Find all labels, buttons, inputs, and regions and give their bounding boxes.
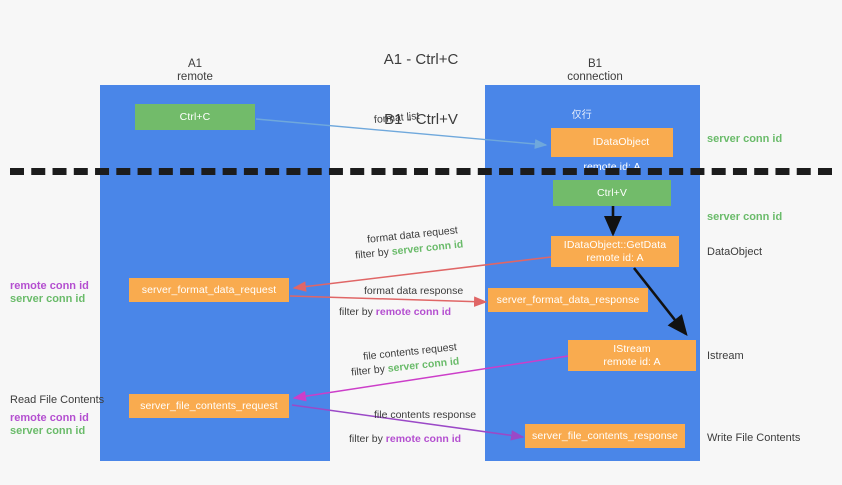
column-a1-sub: remote: [177, 71, 213, 83]
label-read-file-contents: Read File Contents: [10, 394, 105, 406]
flow-label-file-contents-response-filter: filter by remote conn id: [349, 432, 461, 447]
label-server-conn-id-top: server conn id: [707, 133, 783, 145]
box-server-format-data-request-label: server_format_data_request: [141, 283, 277, 296]
box-ctrl-c-label: Ctrl+C: [179, 110, 211, 123]
flow-label-file-contents-response: file contents response: [374, 409, 477, 421]
box-server-file-contents-request[interactable]: server_file_contents_request: [129, 394, 289, 418]
box-getdata-title: IDataObject::GetData: [563, 239, 667, 251]
box-server-file-contents-response[interactable]: server_file_contents_response: [525, 424, 685, 448]
filter-prefix: filter by: [354, 245, 393, 262]
column-a1-name: A1: [187, 58, 203, 70]
filter-prefix: filter by: [350, 362, 389, 379]
box-istream-sub: remote id: A: [603, 355, 661, 368]
box-idataobject[interactable]: 仅行 IDataObject remote id: A: [551, 110, 673, 173]
column-header-b1: B1 connection: [540, 58, 650, 84]
column-b1-sub: connection: [567, 71, 623, 83]
box-idataobject-getdata[interactable]: IDataObject::GetData remote id: A: [551, 236, 679, 267]
box-idataobject-prefix: 仅行: [571, 110, 592, 122]
box-ctrl-v-label: Ctrl+V: [596, 186, 628, 199]
box-server-format-data-request[interactable]: server_format_data_request: [129, 278, 289, 302]
label-istream: Istream: [707, 350, 744, 362]
flow-label-format-data-response-filter: filter by remote conn id: [339, 305, 451, 320]
filter-value: remote conn id: [375, 306, 452, 318]
box-istream-title: IStream: [613, 343, 651, 355]
label-remote-conn-id-1: remote conn id: [10, 280, 89, 292]
title-line-1: A1 - Ctrl+C: [383, 51, 459, 68]
box-ctrl-v[interactable]: Ctrl+V: [553, 180, 671, 206]
label-server-conn-id-2: server conn id: [10, 425, 86, 437]
box-istream[interactable]: IStream remote id: A: [568, 340, 696, 371]
box-ctrl-c[interactable]: Ctrl+C: [135, 104, 255, 130]
column-b1-name: B1: [587, 58, 603, 70]
column-header-a1: A1 remote: [140, 58, 250, 84]
label-dataobject: DataObject: [707, 246, 763, 258]
box-server-format-data-response-label: server_format_data_response: [496, 293, 640, 306]
box-getdata-sub: remote id: A: [586, 251, 644, 264]
box-server-format-data-response[interactable]: server_format_data_response: [488, 288, 648, 312]
filter-prefix: filter by: [339, 306, 376, 318]
label-remote-conn-id-2: remote conn id: [10, 412, 89, 424]
box-idataobject-title: 仅行 IDataObject: [571, 110, 650, 161]
filter-prefix: filter by: [349, 433, 386, 445]
box-server-file-contents-response-label: server_file_contents_response: [532, 429, 678, 442]
box-server-file-contents-request-label: server_file_contents_request: [140, 399, 278, 412]
box-idataobject-title-text: IDataObject: [592, 136, 650, 149]
flow-label-format-data-response: format data response: [364, 285, 464, 297]
section-divider: [10, 168, 832, 175]
label-server-conn-id-1: server conn id: [10, 293, 86, 305]
label-write-file-contents: Write File Contents: [707, 432, 801, 444]
label-server-conn-id-mid: server conn id: [707, 211, 783, 223]
filter-value: remote conn id: [385, 433, 462, 445]
